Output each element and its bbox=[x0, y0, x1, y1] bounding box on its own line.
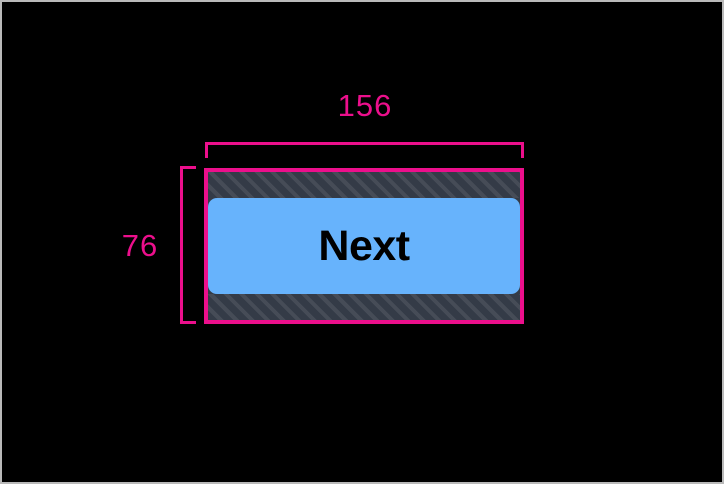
next-button-label: Next bbox=[318, 221, 410, 270]
height-dimension-label: 76 bbox=[121, 228, 159, 263]
width-dimension-label: 156 bbox=[337, 88, 393, 123]
padding-hatch-bottom bbox=[208, 294, 520, 320]
height-dimension-bracket bbox=[180, 166, 196, 324]
next-button[interactable]: Next bbox=[208, 198, 520, 294]
width-dimension-bracket bbox=[205, 142, 524, 158]
padding-hatch-top bbox=[208, 172, 520, 198]
element-bounding-box: Next bbox=[204, 168, 524, 324]
